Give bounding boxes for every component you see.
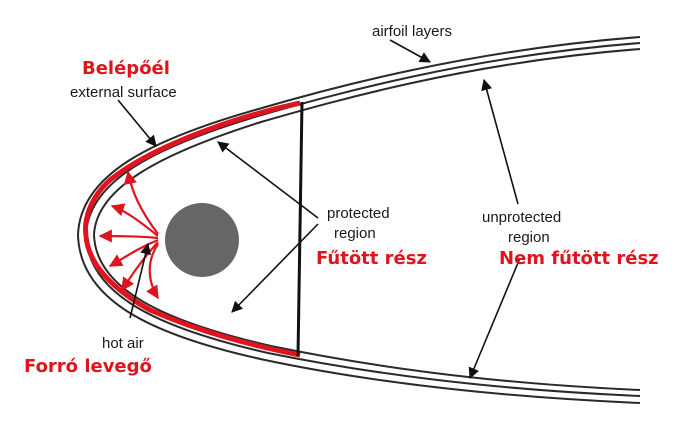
hot-air-arrow <box>110 203 159 237</box>
pointer-protected-upper <box>217 141 319 219</box>
pointer-hot-air <box>129 242 152 319</box>
hot-air-arrows <box>98 170 159 300</box>
hot-air-arrow <box>146 243 159 300</box>
label-external-surface: external surface <box>70 84 177 101</box>
hot-air-duct <box>165 203 239 277</box>
pointer-unprotected-lower <box>468 257 521 380</box>
label-protected-line2: region <box>334 225 376 242</box>
pointer-lines <box>117 39 521 380</box>
pointer-protected-lower <box>231 223 319 313</box>
heated-surface <box>83 100 301 358</box>
label-leading-edge-hu: Belépőél <box>82 58 170 79</box>
hot-air-arrow <box>121 241 159 292</box>
pointer-airfoil-layers <box>389 39 431 63</box>
label-unprotected-line1: unprotected <box>482 209 561 226</box>
label-hot-air-hu: Forró levegő <box>24 356 152 377</box>
label-protected-line1: protected <box>327 205 390 222</box>
pointer-unprotected-upper <box>481 78 519 205</box>
hot-air-arrow <box>123 170 159 235</box>
pointer-external-surface <box>117 99 157 147</box>
hot-air-arrow <box>98 229 159 243</box>
label-airfoil-layers: airfoil layers <box>372 23 452 40</box>
bulkhead-wall <box>296 101 304 357</box>
hot-air-arrow <box>108 238 159 267</box>
label-hot-air: hot air <box>102 335 144 352</box>
label-unprotected-line2: region <box>508 229 550 246</box>
label-protected-hu: Fűtött rész <box>316 248 427 269</box>
label-unprotected-hu: Nem fűtött rész <box>499 248 659 269</box>
